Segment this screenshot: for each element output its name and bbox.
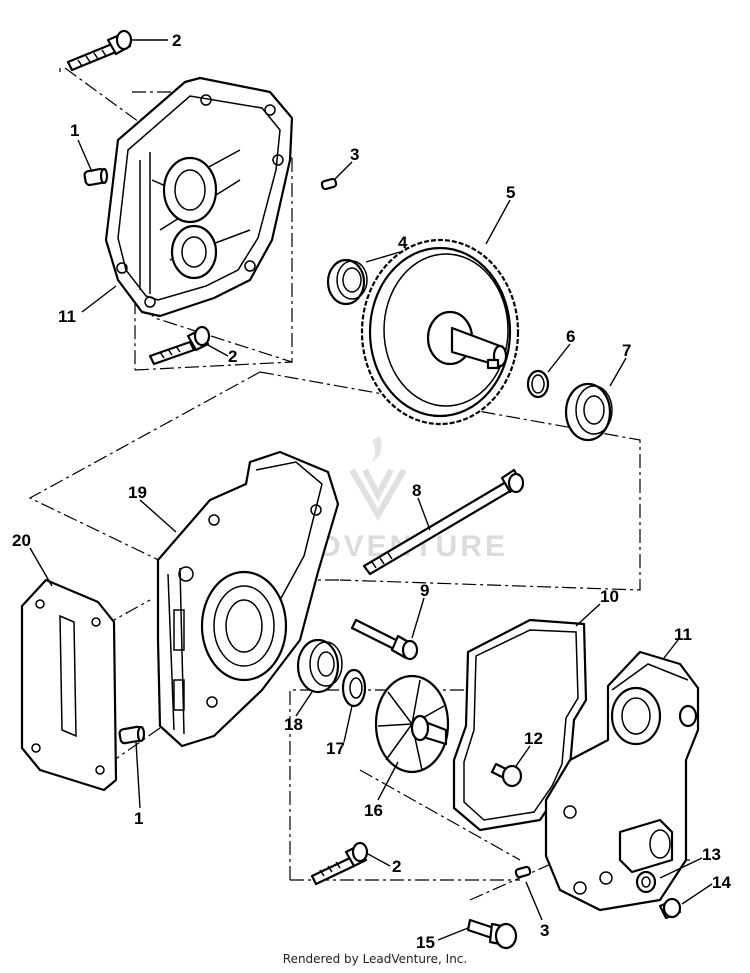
callout-18: 18	[284, 715, 303, 734]
bolt-8	[362, 468, 525, 576]
callout-2-mid: 2	[228, 347, 237, 366]
callout-15: 15	[416, 933, 435, 952]
callout-12: 12	[524, 729, 543, 748]
callout-2-bottom: 2	[392, 857, 401, 876]
driven-gear-5	[360, 238, 520, 426]
impeller-16	[374, 674, 450, 774]
snap-ring-6	[526, 369, 550, 399]
pump-body-19	[156, 450, 340, 748]
washer-13	[635, 870, 657, 894]
bolt-15	[466, 918, 518, 950]
callout-numbers: 2 1 3 4 5 6 7 8 9 10 11 11 12 13 14 15 1…	[12, 31, 731, 952]
dowel-pin-1-top	[83, 167, 109, 187]
callout-4: 4	[398, 233, 408, 252]
bolt-2-mid	[148, 325, 211, 366]
bolt-12	[490, 762, 523, 788]
leader-lines	[29, 39, 713, 941]
pump-cover-11	[544, 650, 700, 912]
bolt-2-bottom	[310, 841, 369, 886]
callout-16: 16	[364, 801, 383, 820]
render-credit: Rendered by LeadVenture, Inc.	[282, 952, 468, 966]
callout-3-bottom: 3	[540, 921, 549, 940]
gear-case-cover-11	[104, 76, 294, 318]
callout-19: 19	[128, 483, 147, 502]
callout-20: 20	[12, 531, 31, 550]
callout-5: 5	[506, 183, 515, 202]
bolt-14	[658, 897, 682, 920]
bolt-2-top	[66, 29, 133, 72]
callout-11-top: 11	[58, 307, 76, 326]
callout-1-top: 1	[70, 121, 79, 140]
gasket-20	[20, 578, 118, 792]
callout-14: 14	[712, 873, 731, 892]
washer-17	[341, 668, 367, 708]
pin-3-top	[320, 177, 338, 191]
callout-9: 9	[420, 581, 429, 600]
callout-2-top: 2	[172, 31, 181, 50]
seal-18	[296, 638, 343, 694]
bearing-7	[564, 382, 613, 442]
callout-1-bottom: 1	[134, 809, 143, 828]
callout-13: 13	[702, 845, 721, 864]
callout-6: 6	[566, 327, 575, 346]
dowel-pin-1-bottom	[118, 725, 146, 745]
bearing-4	[326, 258, 368, 306]
pin-3-bottom	[514, 865, 532, 879]
callout-8: 8	[412, 481, 421, 500]
callout-17: 17	[326, 739, 345, 758]
callout-10: 10	[600, 587, 619, 606]
callout-7: 7	[622, 341, 631, 360]
bolt-9	[350, 618, 419, 661]
callout-11-bottom: 11	[674, 625, 692, 644]
callout-3-top: 3	[350, 145, 359, 164]
